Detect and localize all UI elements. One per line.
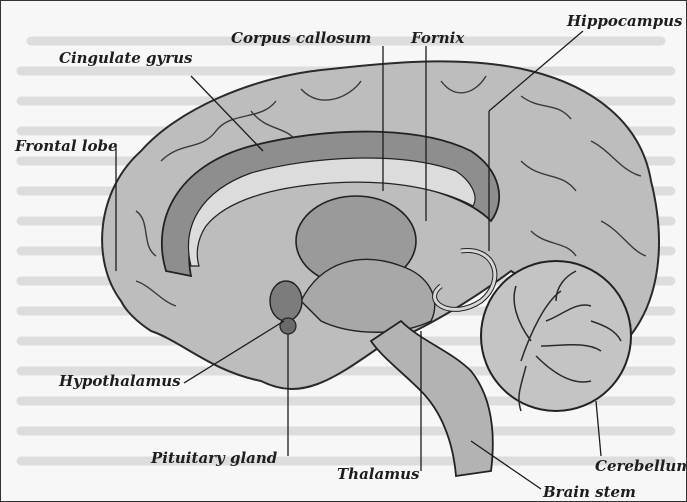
label-cerebellum: Cerebellum: [595, 457, 686, 475]
label-cingulate-gyrus: Cingulate gyrus: [59, 49, 193, 67]
label-brain-stem: Brain stem: [542, 483, 636, 501]
label-frontal-lobe: Frontal lobe: [14, 137, 118, 155]
cerebellum-shape: [481, 261, 631, 411]
pituitary-shape: [280, 318, 296, 334]
label-thalamus: Thalamus: [337, 465, 420, 483]
label-corpus-callosum: Corpus callosum: [231, 29, 371, 47]
label-hypothalamus: Hypothalamus: [58, 372, 181, 390]
label-hippocampus: Hippocampus: [566, 12, 683, 30]
label-pituitary-gland: Pituitary gland: [150, 449, 278, 467]
label-fornix: Fornix: [410, 29, 465, 47]
hypothalamus-shape: [270, 281, 302, 321]
